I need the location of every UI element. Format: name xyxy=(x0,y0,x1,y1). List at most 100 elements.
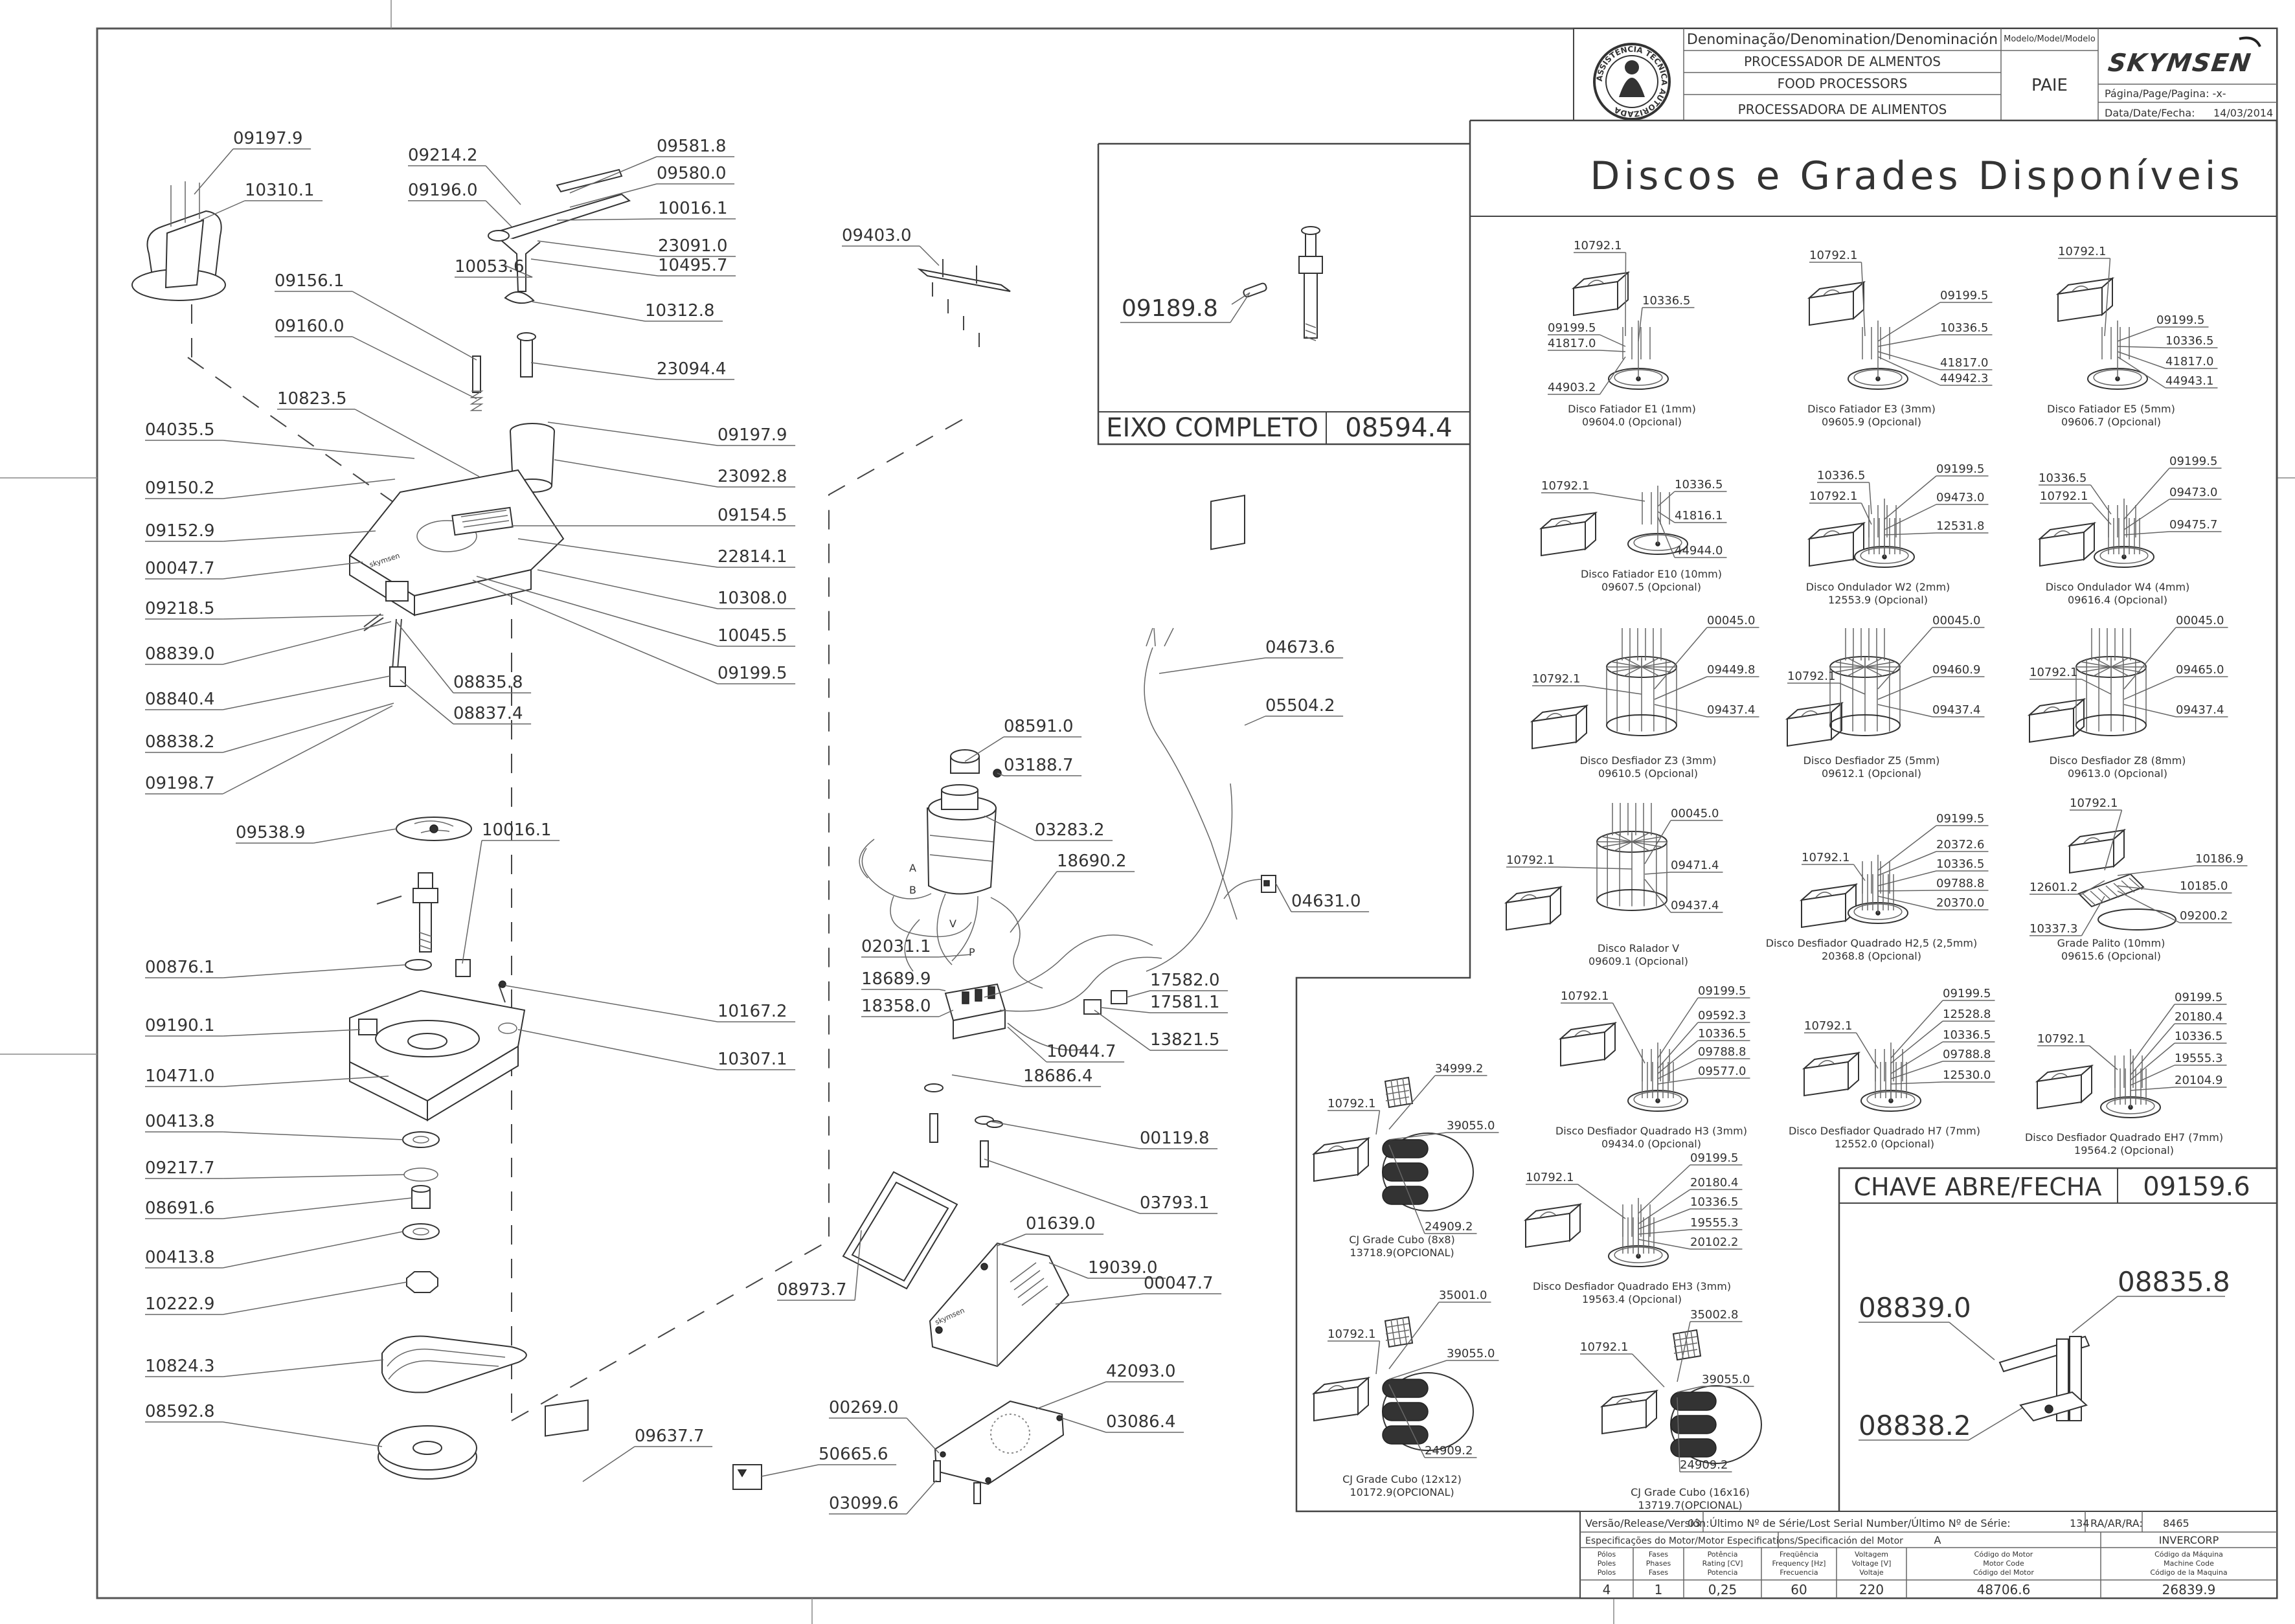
disc-part-label-10336-5: 10336.5 xyxy=(2165,334,2213,348)
part-label-00413-8: 00413.8 xyxy=(145,1248,215,1267)
disc-caption: CJ Grade Cubo (12x12) xyxy=(1342,1473,1462,1485)
disc-caption: Disco Fatiador E3 (3mm) xyxy=(1807,403,1936,415)
disc-part-label-10792-1: 10792.1 xyxy=(2058,245,2106,258)
plug-icon xyxy=(1261,875,1276,893)
part-label-23094-4: 23094.4 xyxy=(657,359,727,379)
connector-icon xyxy=(1083,999,1102,1015)
disc-part-label-24909-2: 24909.2 xyxy=(1680,1458,1728,1472)
disc-part-label-41817-0: 41817.0 xyxy=(1940,356,1988,370)
micro-switch-icon xyxy=(917,259,1011,347)
disc-part-label-09199-5: 09199.5 xyxy=(2156,313,2204,327)
footer-value: 60 xyxy=(1791,1582,1807,1597)
date-label: Data/Date/Fecha: xyxy=(2105,107,2195,119)
base-housing-icon xyxy=(349,989,526,1122)
footer-block: Versão/Release/Versión: 03 Último Nº de … xyxy=(1579,1511,2278,1599)
disc-part-label-34999-2: 34999.2 xyxy=(1435,1062,1483,1076)
part-label-10053-6: 10053.6 xyxy=(455,257,525,276)
serial-value: 134 xyxy=(2070,1517,2090,1529)
part-label-19039-0: 19039.0 xyxy=(1088,1258,1158,1278)
part-label-10308-0: 10308.0 xyxy=(718,589,787,608)
skymsen-logo: SKYMSEN xyxy=(2107,36,2261,78)
disc-caption: Disco Desfiador Quadrado H2,5 (2,5mm) xyxy=(1766,937,1978,949)
bottom-cover-icon: skymsen xyxy=(929,1242,1070,1368)
denomination-pt: PROCESSADOR DE ALMENTOS xyxy=(1744,54,1941,69)
part-label-03793-1: 03793.1 xyxy=(1140,1193,1210,1213)
disc-part-label-10792-1: 10792.1 xyxy=(1506,853,1554,867)
washer-icon xyxy=(924,1083,944,1092)
chave-caption: CHAVE ABRE/FECHA xyxy=(1853,1173,2101,1201)
ra-value: 8465 xyxy=(2163,1517,2189,1529)
disc-caption: 13718.9(OPCIONAL) xyxy=(1350,1246,1454,1259)
footer-header: Fases xyxy=(1649,1568,1669,1577)
title-block: ASSISTÊNCIA TÉCNICA AUTORIZADA Denominaç… xyxy=(1573,28,2278,121)
disc-part-label-09199-5: 09199.5 xyxy=(1698,984,1746,998)
disc-caption: 19563.4 (Opcional) xyxy=(1582,1293,1682,1305)
disc-part-label-09199-5: 09199.5 xyxy=(2175,991,2222,1004)
disc-part-label-20372-6: 20372.6 xyxy=(1936,838,1984,851)
disc-part-label-09592-3: 09592.3 xyxy=(1698,1009,1746,1022)
disc-part-label-20102-2: 20102.2 xyxy=(1690,1235,1738,1249)
model-value: PAIE xyxy=(2031,76,2068,95)
disc-caption: CJ Grade Cubo (16x16) xyxy=(1631,1486,1750,1498)
part-label-10016-1: 10016.1 xyxy=(482,820,552,840)
part-label-05504-2: 05504.2 xyxy=(1265,696,1335,716)
disc-part-label-10336-5: 10336.5 xyxy=(2175,1030,2222,1043)
disc-part-label-09788-8: 09788.8 xyxy=(1698,1045,1746,1059)
disc-caption: Disco Desfiador Quadrado EH3 (3mm) xyxy=(1533,1280,1731,1292)
spring-pin-icon xyxy=(469,355,484,411)
disc-caption: 09609.1 (Opcional) xyxy=(1588,955,1688,967)
version-label: Versão/Release/Versión: xyxy=(1585,1517,1710,1529)
disc-part-label-41817-0: 41817.0 xyxy=(2165,355,2213,368)
footer-header: Freqüência xyxy=(1780,1550,1818,1559)
disc-part-label-20370-0: 20370.0 xyxy=(1936,896,1984,910)
motor-icon xyxy=(926,749,997,895)
disc-part-label-10185-0: 10185.0 xyxy=(2180,879,2228,893)
disc-caption: 09616.4 (Opcional) xyxy=(2068,594,2167,606)
part-label-18689-9: 18689.9 xyxy=(861,969,931,989)
svg-text:P: P xyxy=(969,946,975,958)
part-label-09198-7: 09198.7 xyxy=(145,774,215,793)
disc-part-label-24909-2: 24909.2 xyxy=(1425,1444,1473,1458)
disc-part-label-35002-8: 35002.8 xyxy=(1690,1308,1738,1322)
disc-part-label-09473-0: 09473.0 xyxy=(2169,486,2217,499)
footer-value: 1 xyxy=(1655,1582,1663,1597)
part-label-18690-2: 18690.2 xyxy=(1057,851,1127,871)
disc-part-label-10792-1: 10792.1 xyxy=(2040,490,2088,503)
base-plate-icon xyxy=(934,1400,1065,1485)
disc-part-label-09437-4: 09437.4 xyxy=(1932,703,1980,717)
label-plate-icon xyxy=(545,1399,589,1437)
svg-text:SKYMSEN: SKYMSEN xyxy=(2107,49,2254,78)
footer-header: Código da Máquina xyxy=(2154,1550,2223,1559)
disc-part-label-10336-5: 10336.5 xyxy=(1817,469,1865,482)
disc-part-label-10792-1: 10792.1 xyxy=(1802,851,1849,864)
part-label-09637-7: 09637.7 xyxy=(635,1427,705,1446)
disc-part-label-10186-9: 10186.9 xyxy=(2195,852,2243,866)
footer-value: 48706.6 xyxy=(1977,1582,2031,1597)
disc-part-label-09437-4: 09437.4 xyxy=(2176,703,2224,717)
disc-caption: 12553.9 (Opcional) xyxy=(1828,594,1928,606)
col-a: A xyxy=(1934,1534,1941,1546)
disc-part-label-10336-5: 10336.5 xyxy=(1698,1027,1746,1041)
leader-lines xyxy=(145,148,1370,1515)
disc-part-label-09199-5: 09199.5 xyxy=(1548,321,1596,335)
disc-part-label-09788-8: 09788.8 xyxy=(1943,1048,1991,1061)
disc-caption: Disco Fatiador E10 (10mm) xyxy=(1581,568,1722,580)
disc-part-label-12531-8: 12531.8 xyxy=(1936,519,1984,533)
disc-part-label-09475-7: 09475.7 xyxy=(2169,518,2217,532)
disc-part-label-39055-0: 39055.0 xyxy=(1447,1119,1495,1133)
disc-caption: 09606.7 (Opcional) xyxy=(2061,416,2161,428)
part-label-03099-6: 03099.6 xyxy=(829,1494,899,1513)
disc-part-label-10792-1: 10792.1 xyxy=(1526,1171,1574,1184)
part-label-10167-2: 10167.2 xyxy=(718,1002,787,1021)
footer-header: Pólos xyxy=(1598,1550,1616,1559)
eixo-completo-box: EIXO COMPLETO 08594.4 09189.8 xyxy=(1097,142,1470,445)
disc-part-label-09449-8: 09449.8 xyxy=(1707,663,1755,677)
disc-part-label-00045-0: 00045.0 xyxy=(1671,807,1719,820)
model-header: Modelo/Model/Modelo xyxy=(2004,34,2096,44)
disc-caption: 12552.0 (Opcional) xyxy=(1835,1138,1934,1150)
part-label-10312-8: 10312.8 xyxy=(645,301,715,321)
